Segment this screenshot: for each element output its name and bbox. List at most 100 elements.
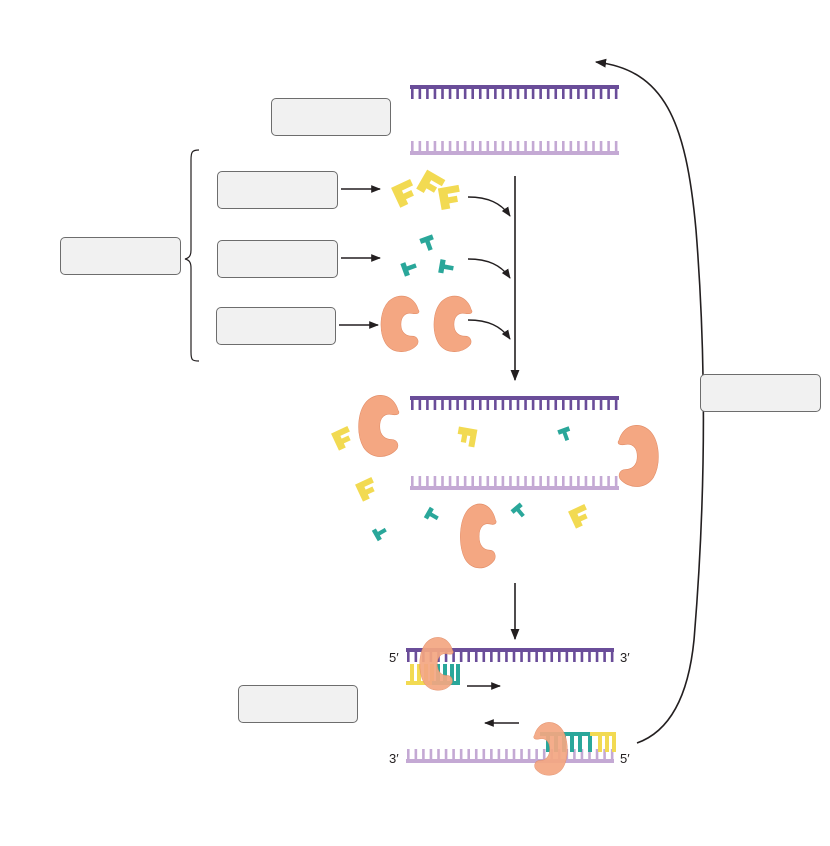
strand-backbone <box>406 648 614 652</box>
strand-base <box>584 141 588 151</box>
strand-base <box>531 89 535 99</box>
strand-base <box>444 749 448 759</box>
strand-base <box>448 476 452 486</box>
strand-base <box>535 652 538 662</box>
strand-base <box>426 476 429 486</box>
strand-base <box>527 652 531 662</box>
strand-base <box>471 400 474 410</box>
strand-base <box>569 400 573 410</box>
strand-base <box>584 400 588 410</box>
strand-base <box>607 89 610 99</box>
strand-base <box>546 400 550 410</box>
strand-base <box>599 89 603 99</box>
top-strand-left-end: 5′ <box>389 650 399 665</box>
strand-base <box>592 141 595 151</box>
strand-base <box>573 749 576 759</box>
strand-base <box>531 141 535 151</box>
strand-base <box>437 749 440 759</box>
curve-arrow-primers <box>467 196 511 217</box>
label-box-template[interactable] <box>271 98 391 136</box>
strand-base <box>562 89 565 99</box>
strand-base <box>603 652 606 662</box>
strand-base <box>603 749 606 759</box>
strand-base <box>584 89 588 99</box>
strand-base <box>456 141 459 151</box>
strand-base <box>588 749 591 759</box>
strand-base <box>524 141 527 151</box>
strand-base <box>524 476 527 486</box>
strand-base <box>599 400 603 410</box>
strand-base <box>490 652 493 662</box>
strand-base <box>486 141 490 151</box>
template-strand-dark <box>406 648 614 662</box>
extending-bottom-strand <box>406 732 616 763</box>
strand-base <box>501 89 505 99</box>
strand-base <box>577 400 580 410</box>
strand-base <box>407 652 410 662</box>
strand-base <box>554 476 558 486</box>
strand-base <box>482 749 486 759</box>
strand-base <box>509 476 512 486</box>
strand-base <box>426 400 429 410</box>
strand-base <box>501 476 505 486</box>
strand-base <box>546 476 550 486</box>
strand-base <box>610 652 614 662</box>
strand-base <box>531 400 535 410</box>
strand-base <box>482 652 486 662</box>
strand-base <box>614 89 618 99</box>
strand-base <box>531 476 535 486</box>
strand-base <box>577 89 580 99</box>
bottom-strand-left-end: 3′ <box>389 751 399 766</box>
strand-base <box>516 476 520 486</box>
strand-base <box>558 652 561 662</box>
label-box-components[interactable] <box>60 237 181 275</box>
strand-base <box>509 89 512 99</box>
strand-base <box>562 141 565 151</box>
strand-base <box>486 476 490 486</box>
label-box-cycle[interactable] <box>700 374 821 412</box>
strand-base <box>407 749 410 759</box>
strand-base <box>474 652 478 662</box>
top-strand-right-end: 3′ <box>620 650 630 665</box>
template-dna-double-strand <box>410 85 619 155</box>
strand-base <box>546 89 550 99</box>
strand-base <box>429 749 433 759</box>
label-box-extension[interactable] <box>238 685 358 723</box>
strand-base <box>494 89 497 99</box>
strand-base <box>448 400 452 410</box>
strand-base <box>490 749 493 759</box>
strand-base <box>478 476 482 486</box>
strand-base <box>542 652 546 662</box>
strand-base <box>463 89 467 99</box>
strand-base <box>418 89 422 99</box>
strand-base <box>456 89 459 99</box>
label-box-primers[interactable] <box>217 171 338 209</box>
strand-base <box>497 749 501 759</box>
template-strand-dark <box>410 85 619 99</box>
strand-base <box>509 400 512 410</box>
strand-base <box>524 400 527 410</box>
polymerase-top-active <box>419 637 454 691</box>
label-box-polymerase[interactable] <box>216 307 336 345</box>
strand-base <box>459 749 463 759</box>
strand-backbone <box>410 396 619 400</box>
strand-base <box>562 400 565 410</box>
arrow-cycle-repeat <box>594 58 705 744</box>
strand-base <box>554 89 558 99</box>
strand-base <box>562 476 565 486</box>
strand-base <box>474 749 478 759</box>
strand-base <box>599 141 603 151</box>
strand-base <box>414 749 418 759</box>
strand-base <box>418 476 422 486</box>
strand-base <box>520 652 523 662</box>
strand-base <box>607 400 610 410</box>
polymerase-bottom-active <box>533 722 568 776</box>
strand-base <box>463 476 467 486</box>
strand-base <box>607 476 610 486</box>
strand-base <box>520 749 523 759</box>
template-strand-light <box>406 749 614 763</box>
label-box-nucleotides[interactable] <box>217 240 338 278</box>
strand-base <box>494 141 497 151</box>
mixture-polymerases <box>358 395 659 569</box>
polymerase-pair <box>380 295 473 352</box>
